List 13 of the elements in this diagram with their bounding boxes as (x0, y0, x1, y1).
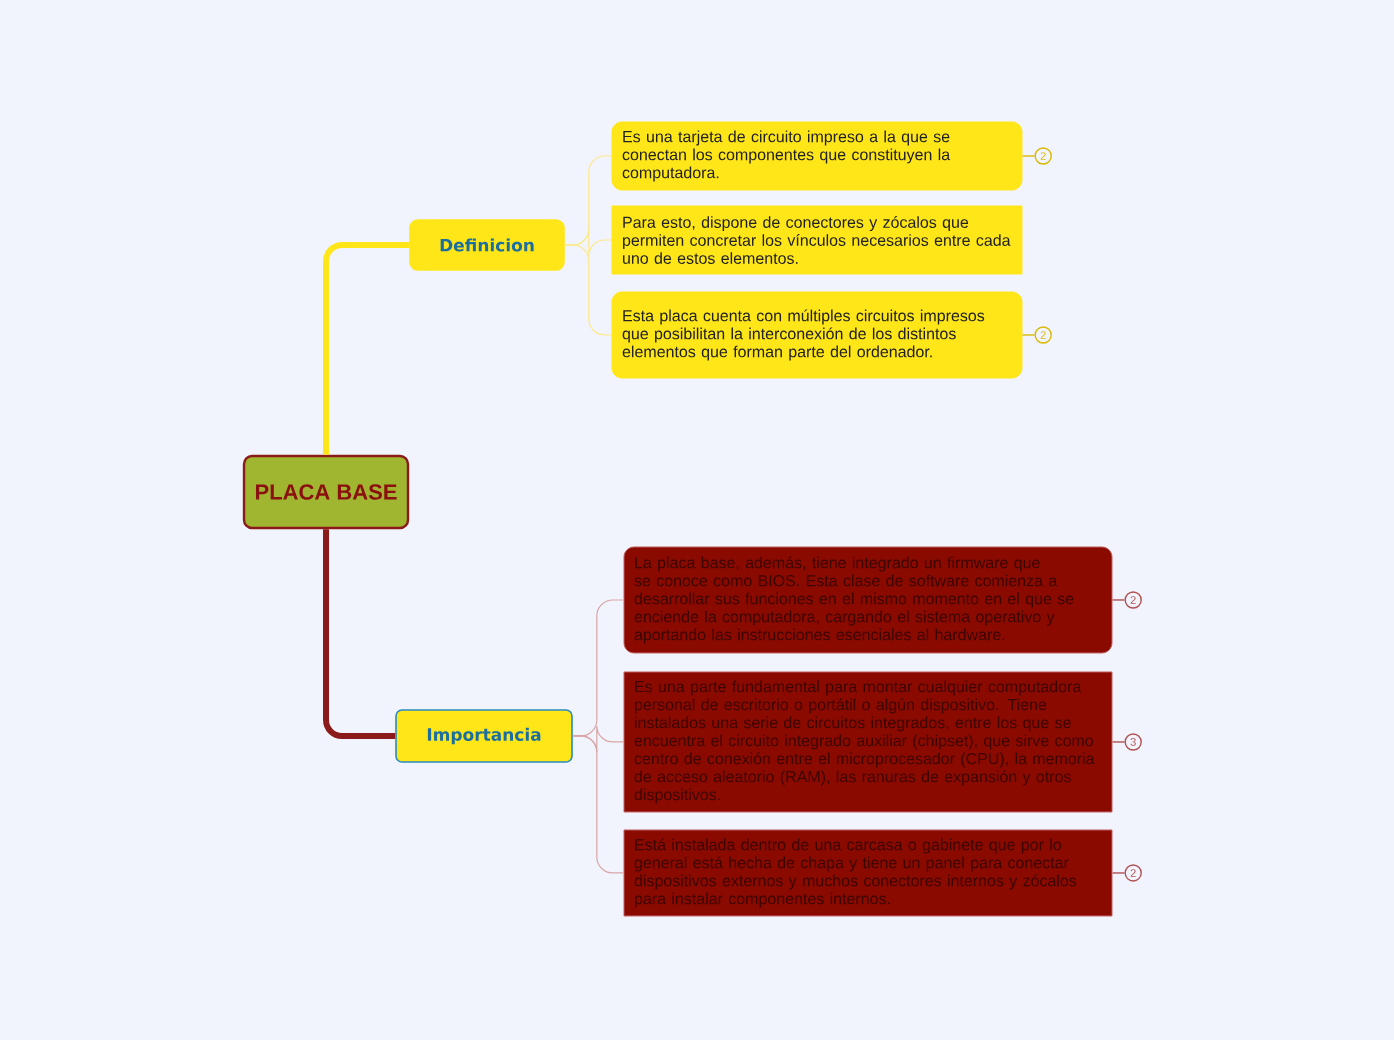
subtopic-box: La placa base, además, tiene integrado un firmware que se conoce como BIOS. Esta clase de software comienza a desarrollar sus funciones en el mismo momento en el que se enciende la computadora, cargando el sistema operativo y aportando las instrucciones esenciales al hardware. (623, 546, 1113, 654)
branch-line (572, 735, 625, 874)
central-topic: PLACA BASE (242, 454, 410, 530)
subtopic-box: Es una tarjeta de circuito impreso a la que se conectan los componentes que constituyen la computadora. (611, 121, 1023, 191)
subtopic-box: Está instalada dentro de una carcasa o gabinete que por lo general está hecha de chapa y tiene un panel para conectar dispositivos externos y muchos conectores internos y zócalos para instalar componentes internos. (623, 829, 1113, 917)
subtopic-box: Es una parte fundamental para montar cualquier computadora personal de escritorio o portátil o algún dispositivo. Tiene instalados una serie de circuitos integrados, entre los que se encuentra el circuito integrado auxiliar (chipset), que sirve como centro de conexión entre el microprocesador (CPU), la memoria de acceso aleatorio (RAM), las ranuras de expansión y otros dispositivos. (623, 671, 1113, 813)
topic-box: Importancia (395, 709, 573, 763)
branch-line (564, 244, 613, 336)
subtopic-box: Para esto, dispone de conectores y zócalos que permiten concretar los vínculos necesarios entre cada uno de estos elementos. (611, 205, 1023, 275)
branch-line (323, 242, 410, 455)
topic-box: Definicion (409, 219, 565, 271)
branch-line (323, 529, 396, 739)
subtopic-box: Esta placa cuenta con múltiples circuitos impresos que posibilitan la interconexión de los distintos elementos que forman parte del ordenador. (611, 291, 1023, 379)
